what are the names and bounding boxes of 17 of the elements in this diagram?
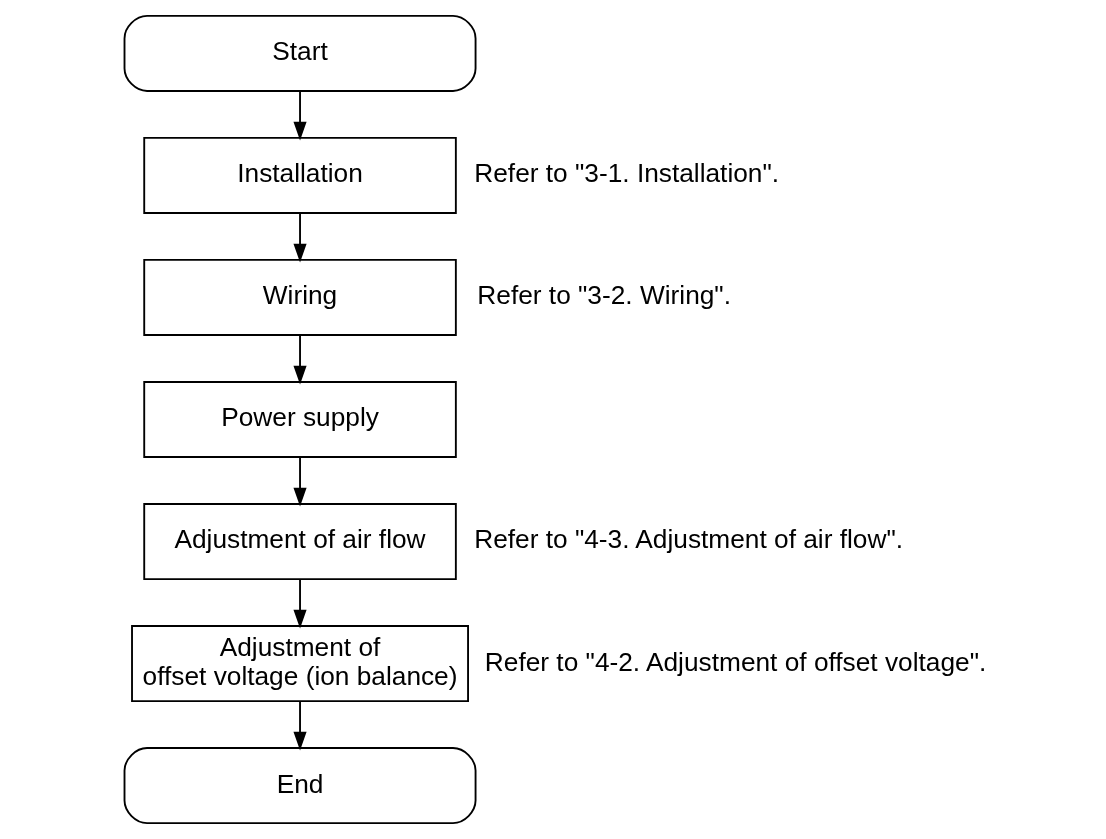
node-box: Wiring [143,259,457,336]
node-label: Refer to "4-3. Adjustment of air flow". [474,524,904,555]
arrow [293,578,307,629]
node-box: Adjustment of offset voltage (ion balance) [131,625,469,703]
arrow [293,334,307,385]
node-label: Refer to "4-2. Adjustment of offset voltage". [484,646,987,677]
arrow [293,90,307,141]
node-box: Power supply [143,381,457,458]
node-label: Refer to "3-1. Installation". [474,158,780,189]
node-box: Start [123,14,477,92]
node-box: End [123,747,477,825]
arrow [293,212,307,263]
node-box: Installation [143,136,457,214]
arrow [293,456,307,507]
node-box: Adjustment of air flow [143,503,457,580]
node-label: Refer to "3-2. Wiring". [477,280,731,311]
arrow [293,700,307,751]
